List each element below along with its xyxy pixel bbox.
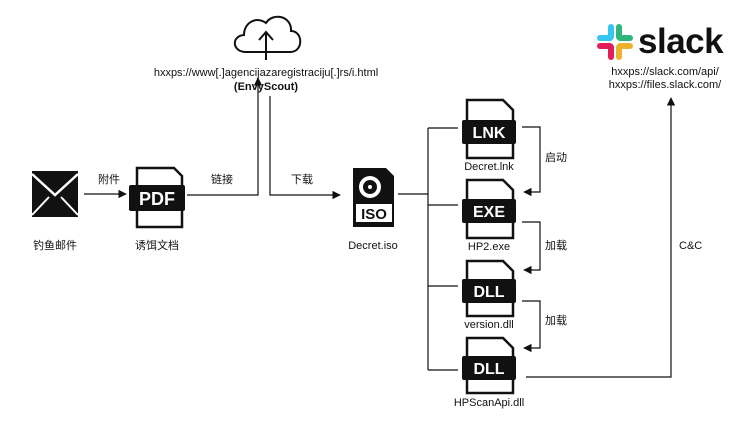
slack-logo-icon bbox=[597, 24, 633, 60]
node-lure-doc: 诱饵文档 bbox=[135, 240, 179, 252]
edge-launch bbox=[522, 126, 541, 197]
edge-download bbox=[269, 96, 341, 200]
lnk-badge-text: LNK bbox=[473, 125, 506, 142]
primary-url: hxxps://www[.]agencijazaregistraciju[.]r… bbox=[153, 67, 379, 79]
edge-load-1 bbox=[522, 221, 541, 275]
pdf-badge-text: PDF bbox=[139, 189, 175, 209]
edge-load-2 bbox=[522, 300, 541, 353]
edge-label-attachment: 附件 bbox=[98, 174, 120, 186]
edge-label-download: 下载 bbox=[291, 174, 313, 186]
edge-label-load-2: 加载 bbox=[545, 315, 567, 327]
iso-disc-file-icon: ISO bbox=[353, 168, 394, 227]
edge-c2 bbox=[526, 97, 676, 378]
exe-badge-text: EXE bbox=[473, 204, 505, 221]
edge-label-link: 链接 bbox=[211, 174, 233, 186]
node-hpscanapi-dll: HPScanApi.dll bbox=[453, 397, 525, 409]
cloud-upload-icon bbox=[233, 15, 302, 60]
dll-badge-text: DLL bbox=[473, 361, 504, 378]
dll-file-icon: DLL bbox=[462, 336, 516, 395]
pdf-file-icon: PDF bbox=[129, 166, 185, 229]
slack-wordmark: slack bbox=[638, 22, 724, 61]
dll-badge-text: DLL bbox=[473, 284, 504, 301]
node-version-dll: version.dll bbox=[464, 319, 514, 331]
edge-label-launch: 启动 bbox=[545, 152, 567, 164]
node-hp2-exe: HP2.exe bbox=[467, 241, 511, 253]
edge-link bbox=[187, 77, 263, 196]
slack-files-url: hxxps://files.slack.com/ bbox=[608, 79, 722, 91]
node-phishing-email: 钓鱼邮件 bbox=[33, 240, 77, 252]
dll-file-icon: DLL bbox=[462, 259, 516, 318]
lnk-file-icon: LNK bbox=[462, 98, 516, 160]
edge-label-c2: C&C bbox=[679, 240, 703, 252]
envyscout-label: (EnvyScout) bbox=[233, 81, 299, 93]
edge-label-load-1: 加载 bbox=[545, 240, 567, 252]
node-decret-lnk: Decret.lnk bbox=[464, 161, 514, 173]
mail-envelope-icon bbox=[31, 171, 79, 217]
exe-file-icon: EXE bbox=[462, 178, 516, 240]
slack-api-url: hxxps://slack.com/api/ bbox=[611, 66, 719, 78]
node-decret-iso: Decret.iso bbox=[348, 240, 398, 252]
iso-badge-text: ISO bbox=[361, 206, 387, 223]
